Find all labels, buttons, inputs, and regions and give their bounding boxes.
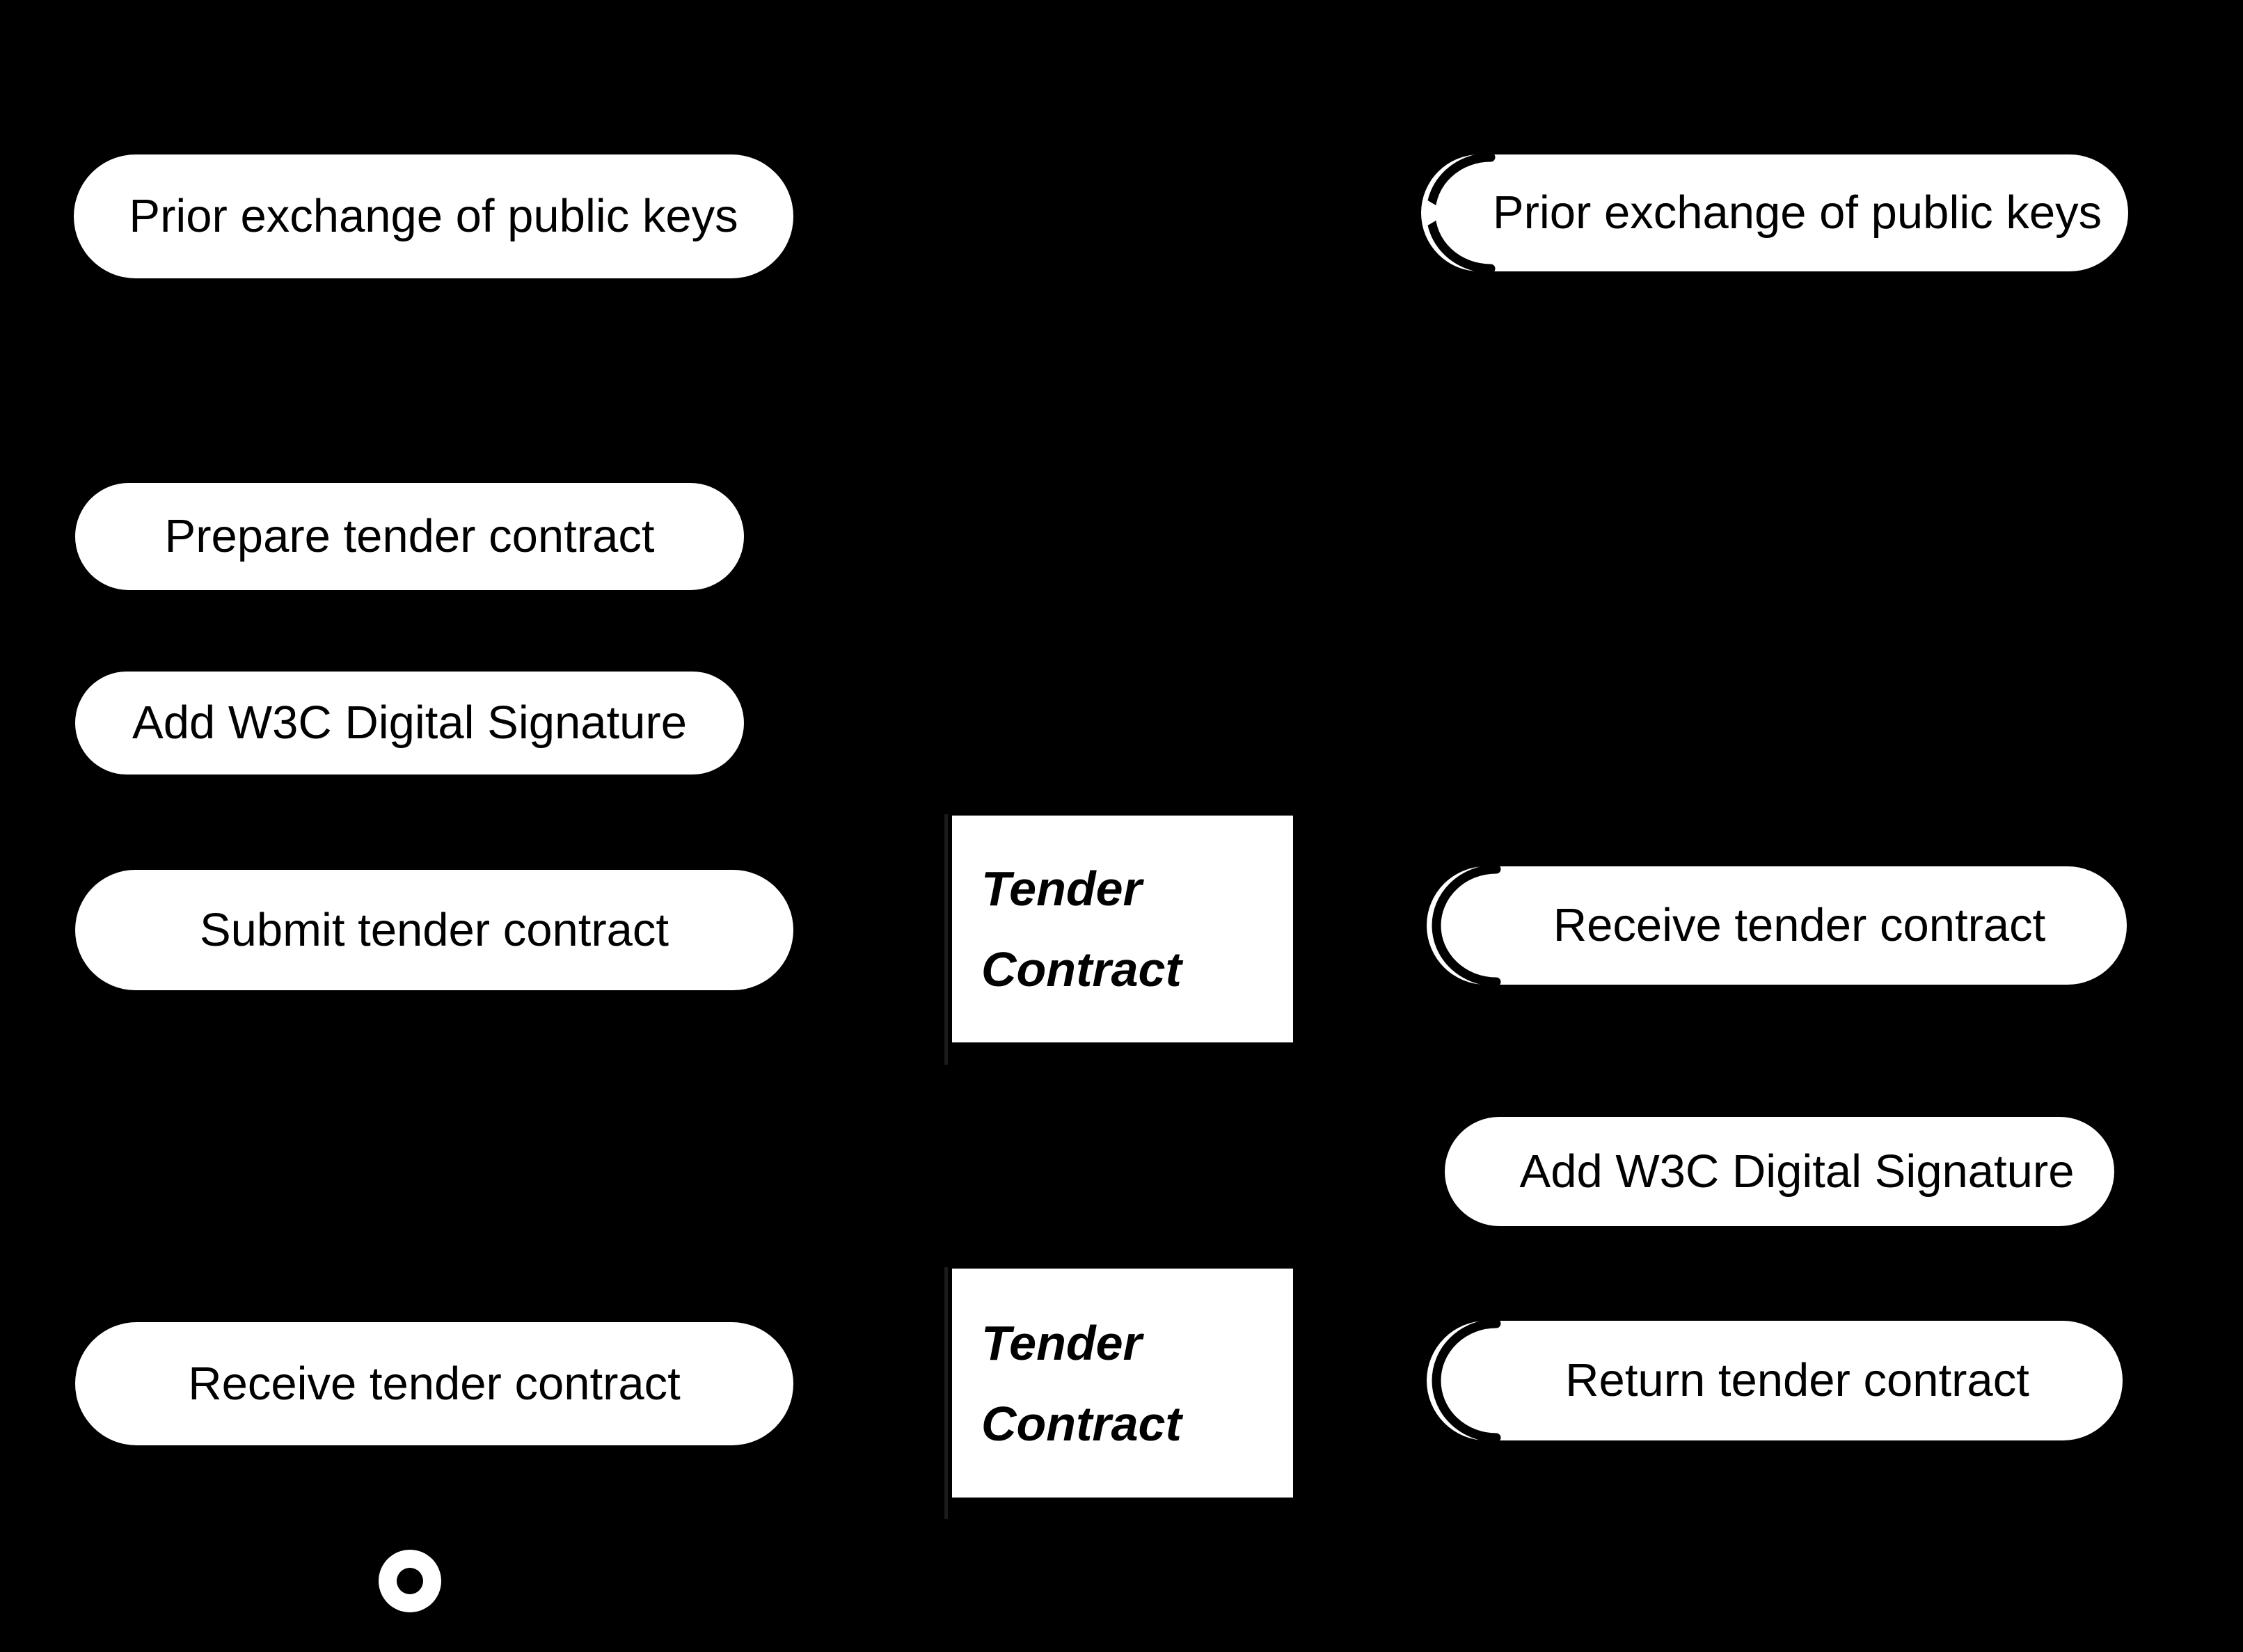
node-label: Add W3C Digital Signature: [1519, 1145, 2075, 1198]
node-return-tender-contract: Return tender contract: [1427, 1319, 2123, 1443]
node-add-w3c-signature-right: Add W3C Digital Signature: [1445, 1117, 2114, 1226]
node-prior-exchange-right: Prior exchange of public keys: [1421, 152, 2128, 273]
node-receive-tender-contract-left: Receive tender contract: [75, 1322, 793, 1445]
activity-final-hole: [397, 1568, 423, 1594]
node-prior-exchange-left: Prior exchange of public keys: [74, 154, 793, 278]
node-label: Receive tender contract: [1553, 899, 2046, 952]
artifact-tender-contract-2: Tender Contract: [952, 1269, 1293, 1498]
node-label: Prior exchange of public keys: [129, 190, 738, 243]
node-label: Receive tender contract: [188, 1357, 681, 1410]
node-label: Return tender contract: [1565, 1354, 2029, 1407]
artifact-edge-line: [944, 1267, 948, 1519]
incoming-edge-arc-icon: [1432, 1319, 1501, 1443]
node-label: Add W3C Digital Signature: [132, 697, 687, 749]
node-receive-tender-contract-right: Receive tender contract: [1427, 864, 2127, 987]
node-submit-tender-contract: Submit tender contract: [75, 870, 793, 990]
node-add-w3c-signature-left: Add W3C Digital Signature: [75, 672, 744, 775]
artifact-label: Tender Contract: [981, 1315, 1182, 1451]
arrowhead-icon: [1425, 199, 1449, 227]
artifact-tender-contract-1: Tender Contract: [952, 816, 1293, 1042]
incoming-edge-arc-icon: [1432, 864, 1501, 987]
artifact-label: Tender Contract: [981, 861, 1182, 996]
node-label: Submit tender contract: [199, 903, 669, 956]
activity-final-node: [379, 1550, 441, 1612]
artifact-edge-line: [944, 814, 948, 1065]
node-prepare-tender-contract: Prepare tender contract: [75, 483, 744, 590]
node-label: Prior exchange of public keys: [1492, 186, 2102, 239]
node-label: Prepare tender contract: [164, 510, 655, 563]
